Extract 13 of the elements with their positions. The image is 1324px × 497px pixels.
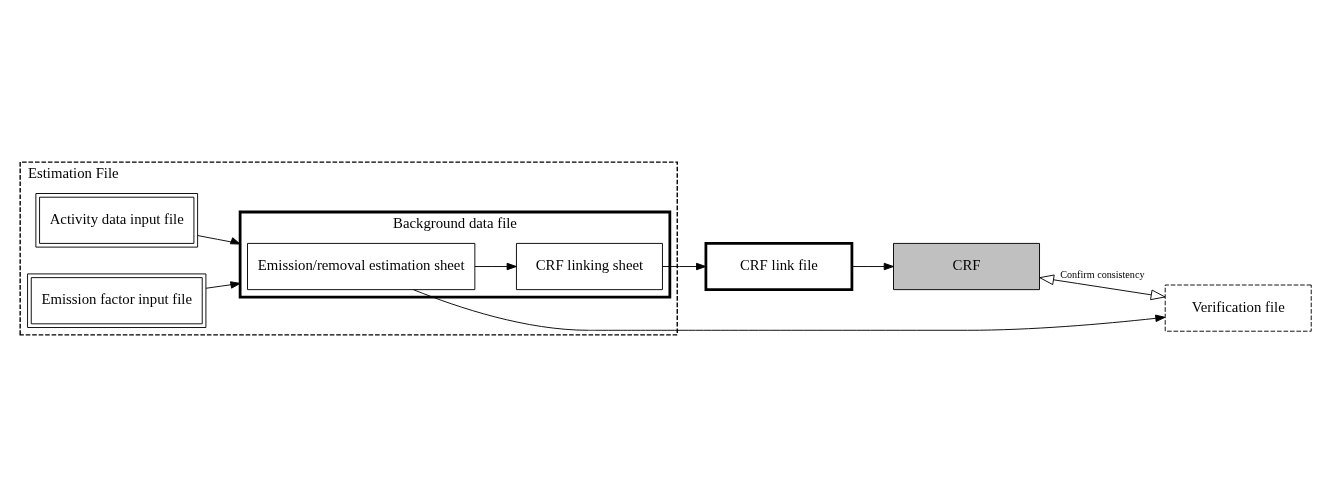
arrow (205, 281, 241, 289)
arrow (197, 235, 241, 245)
arrow (474, 262, 517, 271)
arrow (413, 289, 1166, 331)
node-box: CRF link file (704, 242, 854, 291)
node-box: CRF (893, 242, 1040, 291)
edge-label: Confirm consistency (1060, 269, 1145, 281)
arrow (662, 262, 707, 271)
node-box: CRF linking sheet (516, 242, 663, 291)
arrow (851, 262, 894, 271)
arrow (1039, 274, 1166, 301)
node-box: Emission/removal estimation sheet (247, 242, 476, 291)
node-box: Verification file (1164, 284, 1312, 332)
